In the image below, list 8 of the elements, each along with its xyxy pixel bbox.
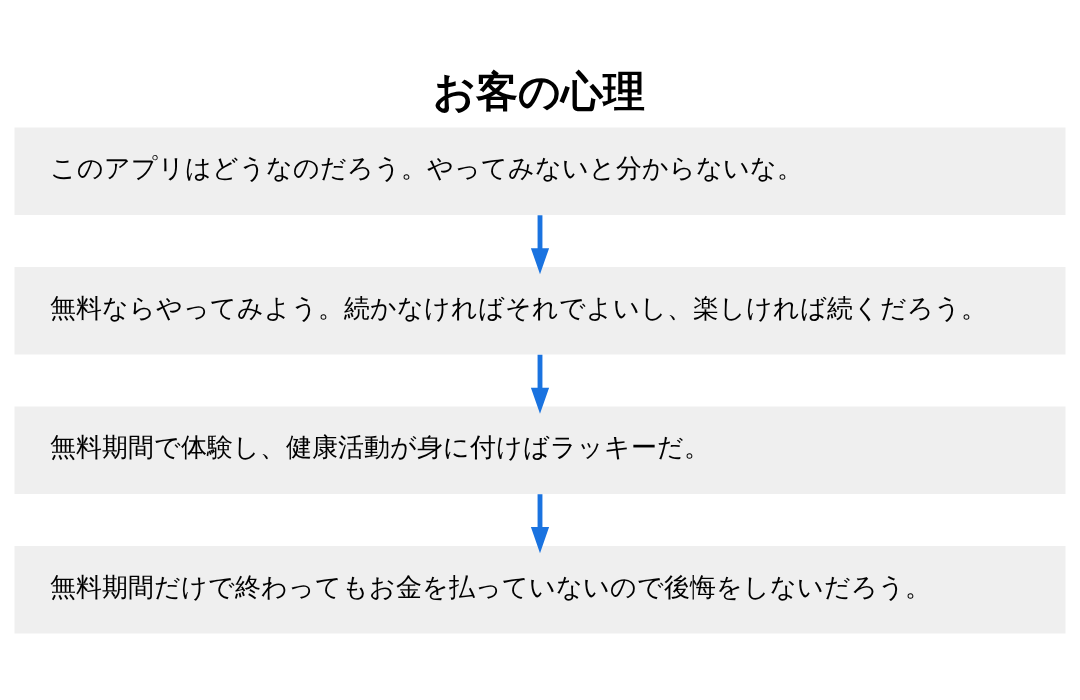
- node-box: 無料ならやってみよう。続かなければそれでよいし、楽しければ続くだろう。: [14, 266, 1066, 355]
- arrow: [530, 493, 550, 553]
- node-box: このアプリはどうなのだろう。やってみないと分からないな。: [14, 127, 1066, 215]
- arrow: [530, 354, 550, 414]
- arrow: [530, 214, 550, 274]
- diagram-title: お客の心理: [432, 65, 645, 116]
- node-box: 無料期間で体験し、健康活動が身に付けばラッキーだ。: [14, 405, 1066, 494]
- node-box: 無料期間だけで終わってもお金を払っていないので後悔をしないだろう。: [14, 545, 1066, 633]
